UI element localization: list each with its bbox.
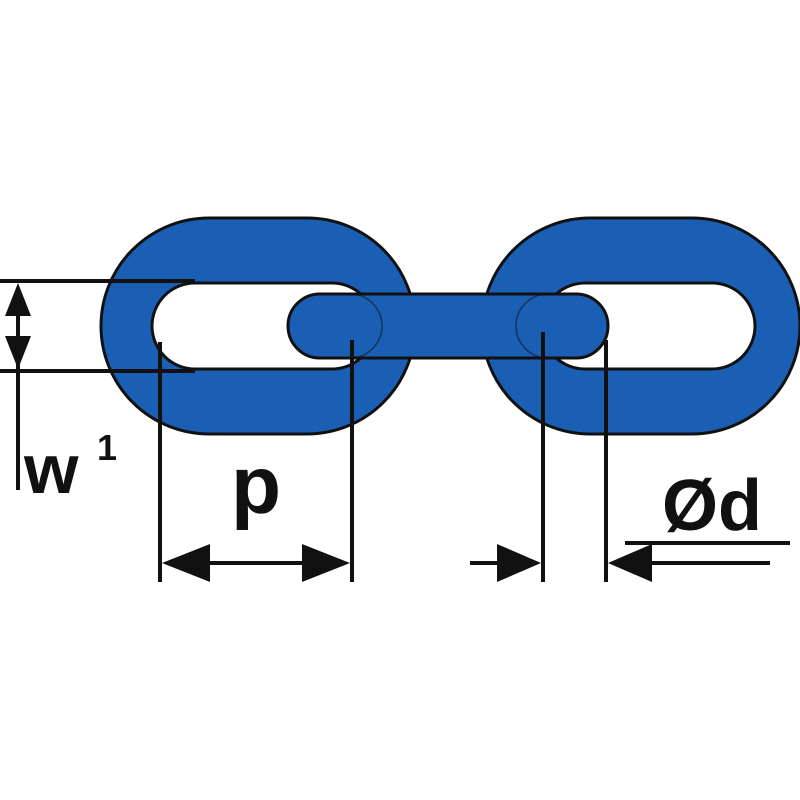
link-overlap-hints — [349, 293, 549, 359]
middle-chain-link — [286, 292, 610, 360]
diameter-arrows — [497, 544, 652, 582]
pitch-label: p — [231, 440, 281, 531]
inner-width-label: w — [23, 430, 79, 508]
inner-width-arrows — [5, 283, 31, 369]
pitch-dimension — [158, 340, 354, 582]
pitch-arrows — [162, 544, 350, 582]
diameter-label: Ød — [662, 466, 762, 546]
inner-width-dimension — [0, 279, 195, 490]
inner-width-superscript: 1 — [97, 427, 117, 468]
